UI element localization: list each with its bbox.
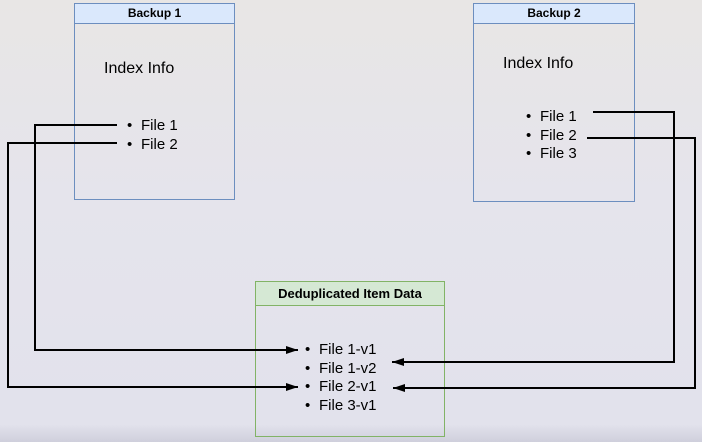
backup-1-title: Backup 1 [75,4,234,24]
deduplicated-item-data-box: Deduplicated Item Data File 1-v1File 1-v… [255,281,445,437]
list-item: File 2 [526,127,577,146]
backup-1-box: Backup 1 Index Info File 1File 2 [74,3,235,200]
backup-2-title: Backup 2 [474,4,634,24]
list-item: File 2 [127,136,178,155]
backup-2-file-list: File 1File 2File 3 [526,108,577,164]
list-item: File 1-v1 [305,341,377,360]
backup-2-index-info-label: Index Info [503,55,574,72]
backup-2-box: Backup 2 Index Info File 1File 2File 3 [473,3,635,202]
list-item: File 2-v1 [305,378,377,397]
deduplicated-item-data-title: Deduplicated Item Data [256,282,444,306]
list-item: File 3-v1 [305,397,377,416]
dedup-file-list: File 1-v1File 1-v2File 2-v1File 3-v1 [305,341,377,415]
list-item: File 3 [526,145,577,164]
list-item: File 1 [526,108,577,127]
backup-1-index-info-label: Index Info [104,60,175,77]
list-item: File 1 [127,117,178,136]
list-item: File 1-v2 [305,360,377,379]
backup-1-file-list: File 1File 2 [127,117,178,154]
